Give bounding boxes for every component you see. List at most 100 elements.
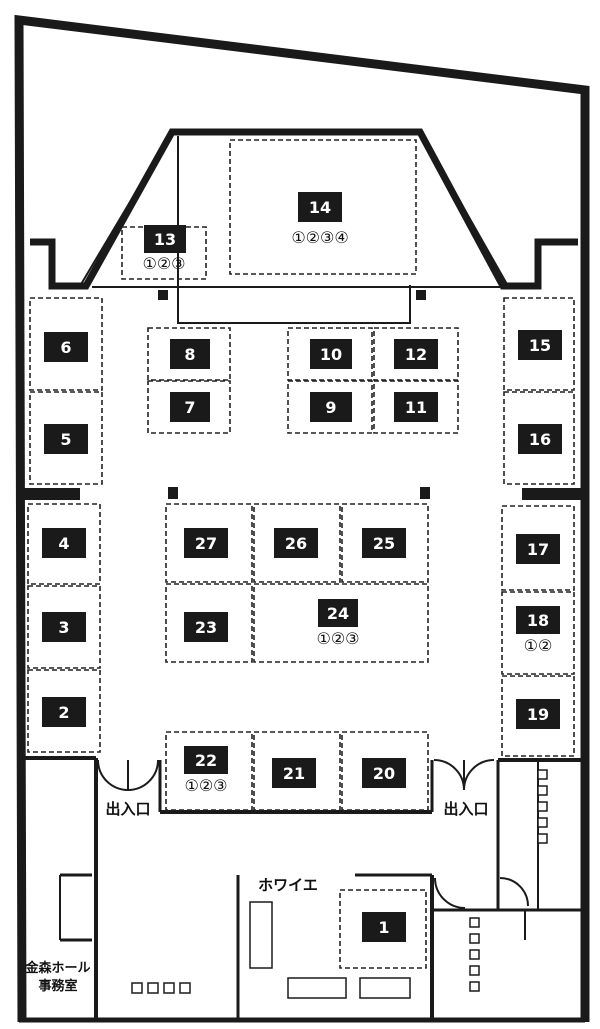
booth-number: 14 xyxy=(309,198,331,217)
booth-subdivision-label: ①②③ xyxy=(142,254,185,273)
booth-zone xyxy=(27,669,101,753)
booth-2[interactable]: 2 xyxy=(27,669,101,753)
booth-number: 6 xyxy=(60,338,71,357)
booth-number-box xyxy=(170,339,210,369)
booth-17[interactable]: 17 xyxy=(501,505,575,591)
booth-26[interactable]: 26 xyxy=(253,503,341,583)
booth-number-box xyxy=(184,612,228,642)
booth-number: 8 xyxy=(184,345,195,364)
booth-subdivision-label: ①②③④ xyxy=(291,228,348,247)
wall-stubs xyxy=(22,487,582,500)
booth-zone xyxy=(253,583,429,663)
booth-3[interactable]: 3 xyxy=(27,585,101,669)
booth-number-box xyxy=(274,528,318,558)
booth-number-box xyxy=(42,612,86,642)
booth-number-box xyxy=(44,424,88,454)
booth-20[interactable]: 20 xyxy=(341,731,429,811)
office-label-line2: 事務室 xyxy=(38,978,77,994)
booth-23[interactable]: 23 xyxy=(165,583,253,663)
booth-number: 11 xyxy=(405,398,427,417)
booth-number: 15 xyxy=(529,336,551,355)
booth-number-box xyxy=(272,758,316,788)
booth-number: 2 xyxy=(58,703,69,722)
foyer-label: ホワイエ xyxy=(258,876,318,894)
booth-zone xyxy=(27,503,101,585)
booth-number-box xyxy=(318,599,358,627)
booth-25[interactable]: 25 xyxy=(341,503,429,583)
booth-number: 12 xyxy=(405,345,427,364)
booth-number-box xyxy=(518,424,562,454)
booth-8[interactable]: 8 xyxy=(147,327,231,381)
booth-number-box xyxy=(310,392,352,422)
outer-walls xyxy=(14,14,590,1023)
booth-number: 20 xyxy=(373,764,395,783)
booth-zone xyxy=(165,503,253,583)
booth-number: 22 xyxy=(195,751,217,770)
booth-number-box xyxy=(394,392,438,422)
booth-number-box xyxy=(42,697,86,727)
booth-zone xyxy=(165,583,253,663)
booth-15[interactable]: 15 xyxy=(503,297,575,391)
booth-14[interactable]: 14 ①②③④ xyxy=(229,139,417,275)
booth-zone xyxy=(339,889,427,969)
booth-zone xyxy=(253,503,341,583)
booth-zone xyxy=(287,327,373,381)
booth-zone xyxy=(29,391,103,485)
booth-number: 27 xyxy=(195,534,217,553)
lobby-walls xyxy=(22,756,585,1020)
entrance-right-label: 出入口 xyxy=(443,800,488,818)
booth-number-box xyxy=(184,528,228,558)
booth-number: 25 xyxy=(373,534,395,553)
booth-zone xyxy=(341,731,429,811)
booth-12[interactable]: 12 xyxy=(373,327,459,381)
booth-1[interactable]: 1 xyxy=(339,889,427,969)
booth-number-box xyxy=(516,606,560,634)
booth-number: 13 xyxy=(154,230,176,249)
booth-zone xyxy=(229,139,417,275)
booth-subdivision-label: ①②③ xyxy=(184,776,227,795)
booth-number-box xyxy=(298,192,342,222)
booth-number-box xyxy=(362,912,406,942)
booth-5[interactable]: 5 xyxy=(29,391,103,485)
booth-19[interactable]: 19 xyxy=(501,675,575,757)
booth-21[interactable]: 21 xyxy=(253,731,341,811)
booth-number-box xyxy=(170,392,210,422)
booth-10[interactable]: 10 xyxy=(287,327,373,381)
booth-zone xyxy=(503,391,575,485)
booth-zone xyxy=(501,675,575,757)
booth-number: 21 xyxy=(283,764,305,783)
booth-zone xyxy=(27,585,101,669)
booth-zone xyxy=(373,327,459,381)
booth-11[interactable]: 11 xyxy=(373,380,459,434)
booth-zone xyxy=(501,505,575,591)
booth-zone xyxy=(29,297,103,391)
booth-number-box xyxy=(144,225,186,253)
doors xyxy=(97,759,529,940)
booth-number-box xyxy=(184,746,228,774)
booth-zone xyxy=(147,327,231,381)
booth-22[interactable]: 22 ①②③ xyxy=(165,731,253,811)
booth-number: 10 xyxy=(320,345,342,364)
booth-zone xyxy=(287,380,373,434)
booth-7[interactable]: 7 xyxy=(147,380,231,434)
booth-number: 19 xyxy=(527,705,549,724)
booth-number-box xyxy=(394,339,438,369)
booth-zone xyxy=(501,591,575,675)
booth-number: 5 xyxy=(60,430,71,449)
booth-number: 1 xyxy=(378,918,389,937)
booth-number: 17 xyxy=(527,540,549,559)
booth-9[interactable]: 9 xyxy=(287,380,373,434)
booth-27[interactable]: 27 xyxy=(165,503,253,583)
booth-16[interactable]: 16 xyxy=(503,391,575,485)
booth-number: 16 xyxy=(529,430,551,449)
booth-4[interactable]: 4 xyxy=(27,503,101,585)
booth-number: 3 xyxy=(58,618,69,637)
booth-zone xyxy=(253,731,341,811)
booth-number: 9 xyxy=(325,398,336,417)
booth-number: 18 xyxy=(527,611,549,630)
booth-6[interactable]: 6 xyxy=(29,297,103,391)
booth-13[interactable]: 13 ①②③ xyxy=(121,225,207,280)
